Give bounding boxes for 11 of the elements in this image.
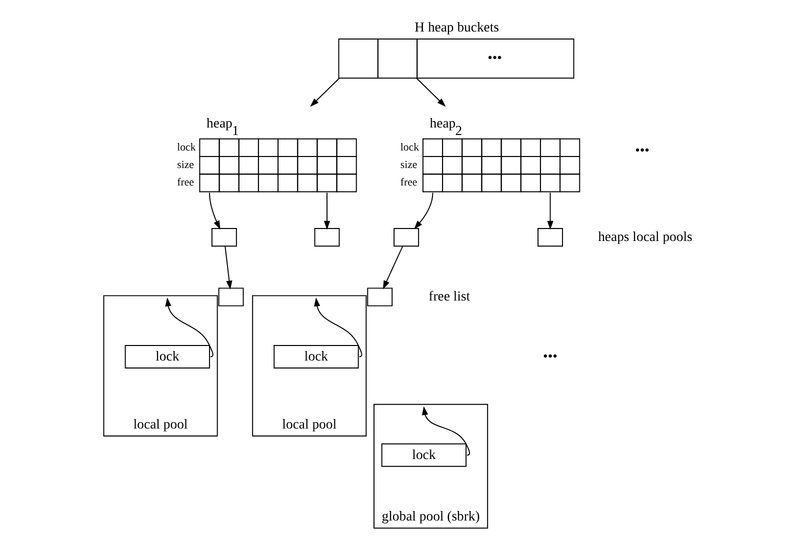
label: heaps local pools bbox=[598, 228, 692, 244]
node-label: lock bbox=[400, 141, 419, 154]
label: free list bbox=[428, 288, 470, 304]
node-label: H heap buckets bbox=[414, 19, 500, 34]
label: ••• bbox=[543, 348, 558, 364]
label: ••• bbox=[635, 142, 650, 158]
node-label: size bbox=[177, 158, 194, 171]
node-label: free bbox=[177, 176, 194, 189]
node-label: size bbox=[400, 158, 418, 171]
node-label: free bbox=[400, 176, 418, 189]
node-label: lock bbox=[177, 141, 196, 154]
